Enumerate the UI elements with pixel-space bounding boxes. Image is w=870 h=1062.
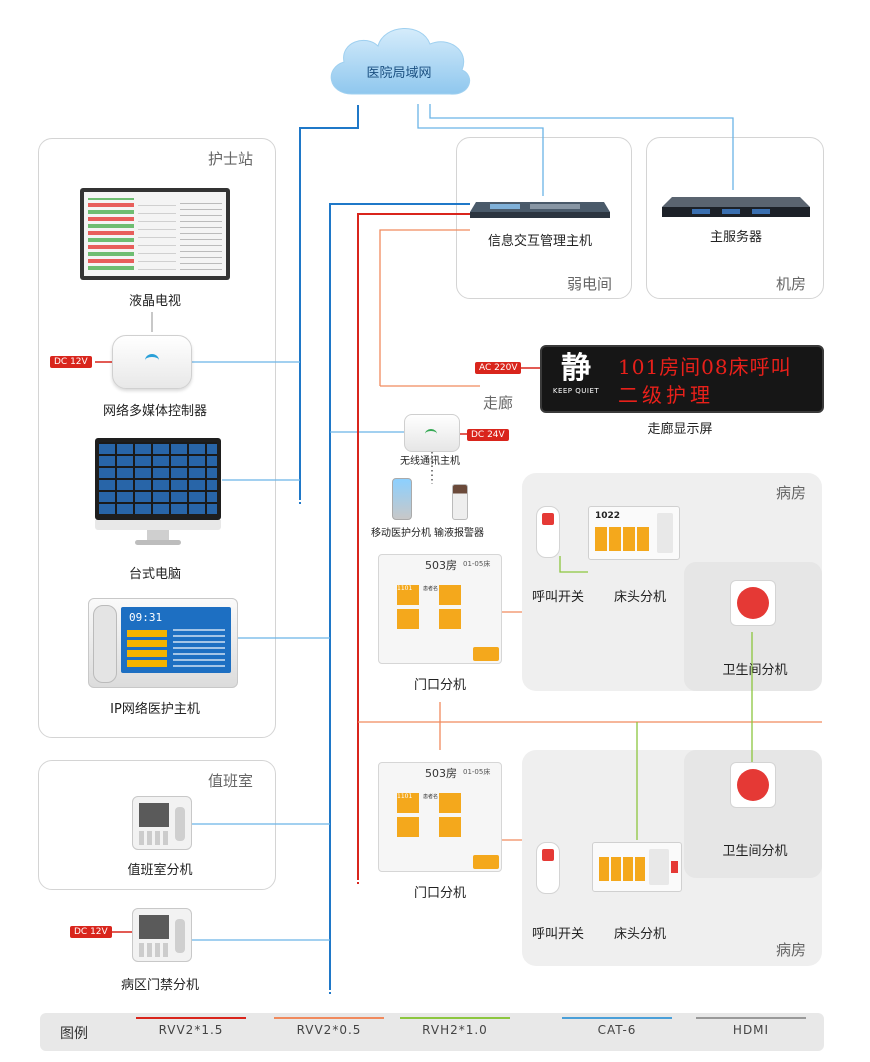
keep-quiet-char: 静 [561,351,591,386]
legend-label: RVV2*1.5 [158,1023,224,1037]
wifi-icon [425,429,437,439]
media-controller [112,335,192,389]
cat6-to-info-host [417,104,544,196]
door-beds: 01-05床 [463,560,491,568]
nurse-station-label: 护士站 [208,150,254,168]
access-unit-label: 病区门禁分机 [120,978,199,993]
legend-item-rvh: RVH2*1.0 [400,1017,510,1037]
access-unit [132,908,192,962]
legend-line [562,1017,672,1019]
corridor-screen-line1: 101房间08床呼叫 [618,355,792,379]
corridor-screen-line2: 二级护理 [618,383,714,407]
wireless-host [404,414,460,452]
door-cell-text: 患者名 [423,586,439,592]
legend-item-cat6: CAT-6 [562,1017,672,1037]
cat6-to-server [429,104,734,190]
legend-line [136,1017,246,1019]
duty-unit [132,796,192,850]
info-host [470,198,610,220]
corridor-screen-label: 走廊显示屏 [647,422,713,437]
door-unit-2: 503房 01-05床 1101 患者名 [378,762,502,872]
ip-host-time: 09:31 [129,611,163,624]
toilet-unit-2 [730,762,776,808]
legend-line [400,1017,510,1019]
access-power-tag: DC 12V [70,926,112,938]
wireless-power-tag: DC 24V [467,429,509,441]
door-unit-1: 503房 01-05床 1101 患者名 [378,554,502,664]
keep-quiet-text: KEEP QUIET [552,387,600,395]
legend-label: RVV2*0.5 [296,1023,362,1037]
legend-line [274,1017,384,1019]
ip-nurse-host: 09:31 [88,598,238,688]
controller-power-tag: DC 12V [50,356,92,368]
toilet-unit-1 [730,580,776,626]
legend-item-rvv15: RVV2*1.5 [136,1017,246,1037]
ward-bottom-label: 病房 [776,941,807,959]
legend-label: CAT-6 [597,1023,637,1037]
media-controller-label: 网络多媒体控制器 [102,404,207,419]
legend: 图例 RVV2*1.5 RVV2*0.5 RVH2*1.0 CAT-6 HDMI [40,1013,824,1051]
machine-room-panel [646,137,824,299]
weak-room-label: 弱电间 [567,275,613,293]
bedside-unit-1-label: 床头分机 [613,590,666,605]
call-button-icon [737,587,769,619]
legend-line [696,1017,806,1019]
screen-power-tag: AC 220V [475,362,522,374]
wireless-host-label: 无线通讯主机 [400,456,460,467]
legend-title: 图例 [60,1026,88,1042]
legend-label: HDMI [732,1023,770,1037]
rvv05-screen [379,229,470,386]
toilet-unit-1-label: 卫生间分机 [722,663,788,678]
duty-unit-label: 值班室分机 [127,863,193,878]
door-room: 503房 [425,767,457,780]
corridor-label: 走廊 [483,394,514,412]
door-cell-text: 患者名 [423,794,439,800]
door-cell-num: 1101 [397,585,413,592]
legend-label: RVH2*1.0 [422,1023,488,1037]
ward-top-label: 病房 [776,484,807,502]
legend-item-hdmi: HDMI [696,1017,806,1037]
toilet-unit-2-label: 卫生间分机 [722,844,788,859]
bedside-room: 1022 [595,511,621,521]
door-cell-num: 1101 [397,793,413,800]
handset-icon [93,605,117,683]
call-button-icon [737,769,769,801]
rvh-bed-top [559,556,588,573]
door-room: 503房 [425,559,457,572]
machine-room-label: 机房 [776,275,807,293]
legend-item-rvv05: RVV2*0.5 [274,1017,384,1037]
call-switch-1-label: 呼叫开关 [531,590,584,605]
mobile-terminal [392,478,412,520]
rvv15-trunk [357,213,470,880]
door-unit-2-label: 门口分机 [413,886,466,901]
desktop-pc [95,438,221,548]
duty-room-label: 值班室 [208,772,254,790]
lcd-tv [80,188,230,280]
info-host-label: 信息交互管理主机 [487,234,592,249]
ip-nurse-host-label: IP网络医护主机 [110,702,200,717]
main-server-label: 主服务器 [709,230,762,245]
cloud-icon: 医院局域网 [322,18,476,100]
infusion-alarm [452,484,468,520]
call-switch-2 [536,842,560,894]
corridor-screen: 静 KEEP QUIET 101房间08床呼叫 二级护理 [540,345,824,413]
lcd-tv-label: 液晶电视 [128,294,181,309]
desktop-pc-label: 台式电脑 [128,567,181,582]
wifi-icon [145,354,159,367]
cat6-trunk-left [299,105,359,500]
call-switch-2-label: 呼叫开关 [531,927,584,942]
main-server [662,195,810,219]
cat6-trunk-center [329,203,470,990]
bedside-unit-1: 1022 [588,506,680,560]
bedside-unit-2-label: 床头分机 [613,927,666,942]
mobile-terminal-label: 移动医护分机 [371,528,431,539]
door-unit-1-label: 门口分机 [413,678,466,693]
infusion-alarm-label: 输液报警器 [434,528,484,539]
network-label: 医院局域网 [366,66,432,81]
call-switch-1 [536,506,560,558]
bedside-unit-2 [592,842,682,892]
door-beds: 01-05床 [463,768,491,776]
